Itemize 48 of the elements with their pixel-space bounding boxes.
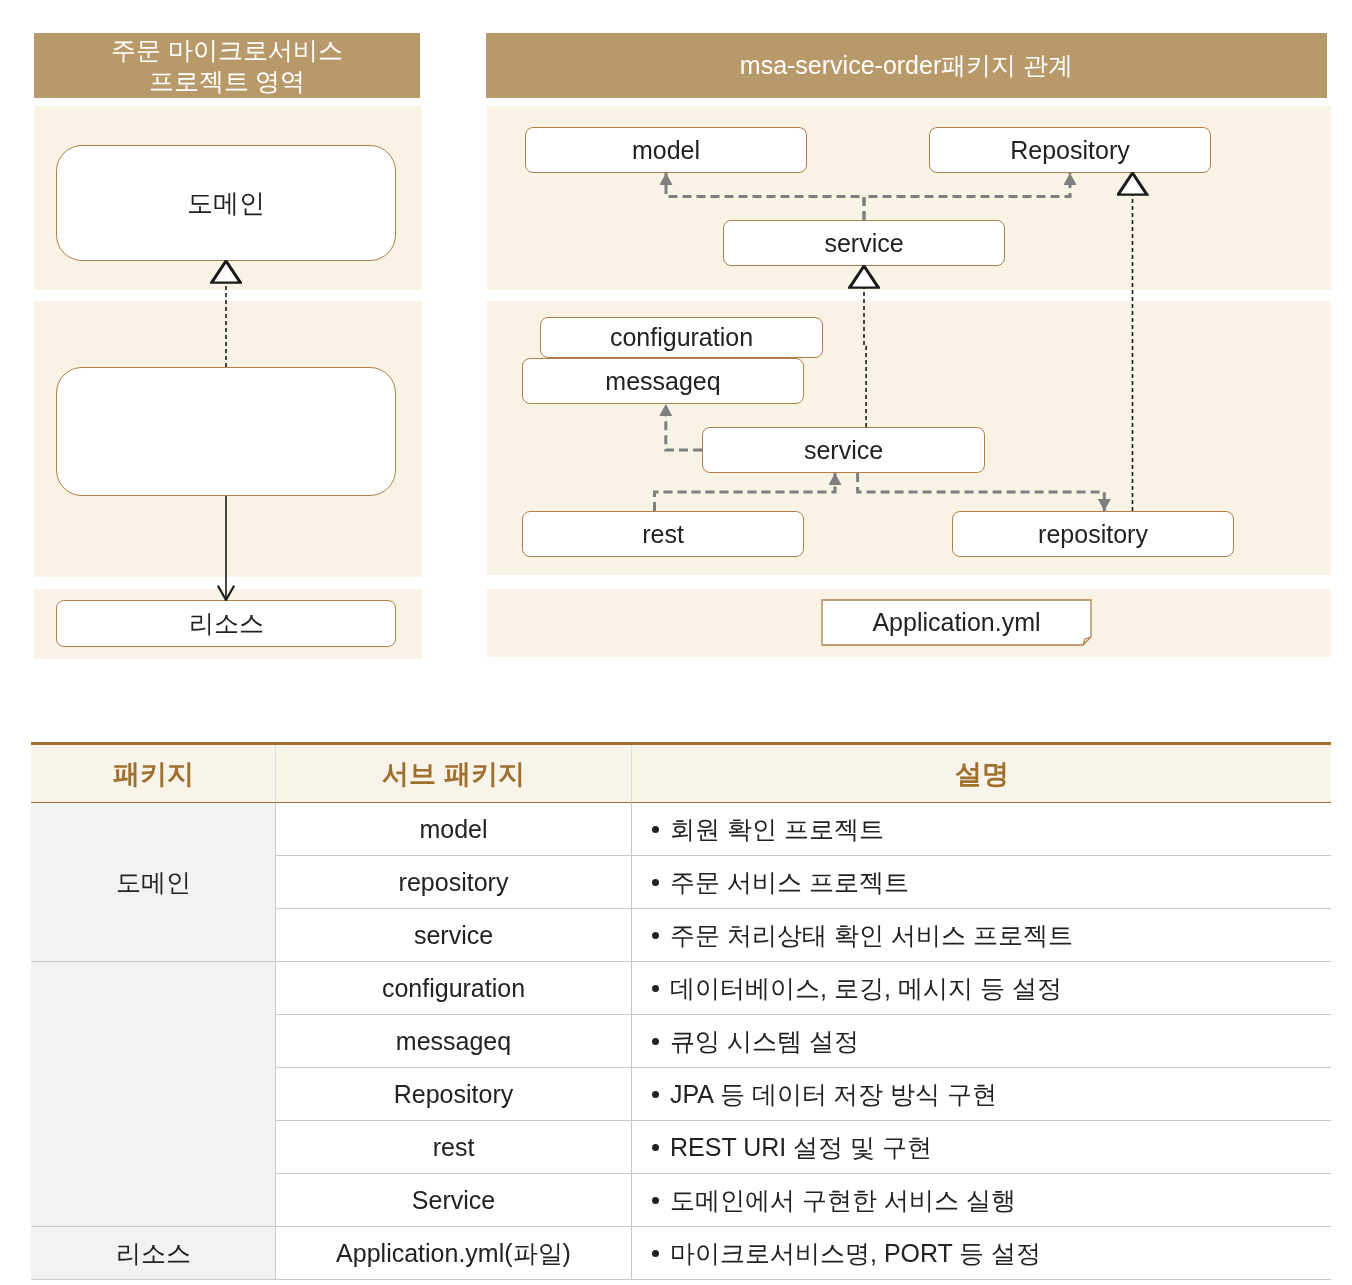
table-cell: messageq — [276, 1015, 632, 1068]
table-cell: Repository — [276, 1068, 632, 1121]
module-box — [56, 367, 396, 496]
module-box: 도메인 — [56, 145, 396, 261]
arrow — [653, 473, 841, 511]
table-cell: configuration — [276, 962, 632, 1015]
column-header: 패키지 — [31, 745, 276, 803]
section-band — [34, 589, 422, 659]
section-header: 주문 마이크로서비스 프로젝트 영역 — [34, 33, 420, 98]
column-header: 설명 — [632, 745, 1331, 803]
table-cell: 주문 처리상태 확인 서비스 프로젝트 — [632, 909, 1331, 962]
section-band — [487, 106, 1331, 290]
table-cell: REST URI 설정 및 구현 — [632, 1121, 1331, 1174]
section-band — [487, 589, 1331, 657]
package-box: Repository — [929, 127, 1211, 173]
arrow — [856, 473, 1111, 511]
package-box: rest — [522, 511, 804, 557]
package-box: service — [702, 427, 985, 473]
table-cell: 도메인에서 구현한 서비스 실행 — [632, 1174, 1331, 1227]
table-cell: 마이크로서비스명, PORT 등 설정 — [632, 1227, 1331, 1280]
arrow — [659, 404, 702, 452]
table-cell: 도메인 — [31, 803, 276, 962]
package-box: 리소스 — [56, 600, 396, 647]
table-cell: JPA 등 데이터 저장 방식 구현 — [632, 1068, 1331, 1121]
table-cell: 주문 서비스 프로젝트 — [632, 856, 1331, 909]
table-cell: Application.yml(파일) — [276, 1227, 632, 1280]
arrow — [217, 495, 235, 601]
table-cell: service — [276, 909, 632, 962]
section-band — [34, 301, 422, 577]
package-box: service — [723, 220, 1005, 266]
table-cell: repository — [276, 856, 632, 909]
table-cell: 데이터베이스, 로깅, 메시지 등 설정 — [632, 962, 1331, 1015]
section-band — [487, 301, 1331, 575]
table-cell: 회원 확인 프로젝트 — [632, 803, 1331, 856]
column-header: 서브 패키지 — [276, 745, 632, 803]
package-box: repository — [952, 511, 1234, 557]
table-cell: rest — [276, 1121, 632, 1174]
arrow — [862, 173, 1076, 220]
table-cell: 큐잉 시스템 설정 — [632, 1015, 1331, 1068]
package-box: model — [525, 127, 807, 173]
section-band — [34, 106, 422, 290]
table-cell: 리소스 — [31, 1227, 276, 1280]
package-box: configuration — [540, 317, 823, 358]
section-header: msa-service-order패키지 관계 — [486, 33, 1327, 98]
file-note: Application.yml — [821, 599, 1092, 646]
table-cell: model — [276, 803, 632, 856]
package-box: messageq — [522, 358, 804, 404]
table-cell: Service — [276, 1174, 632, 1227]
